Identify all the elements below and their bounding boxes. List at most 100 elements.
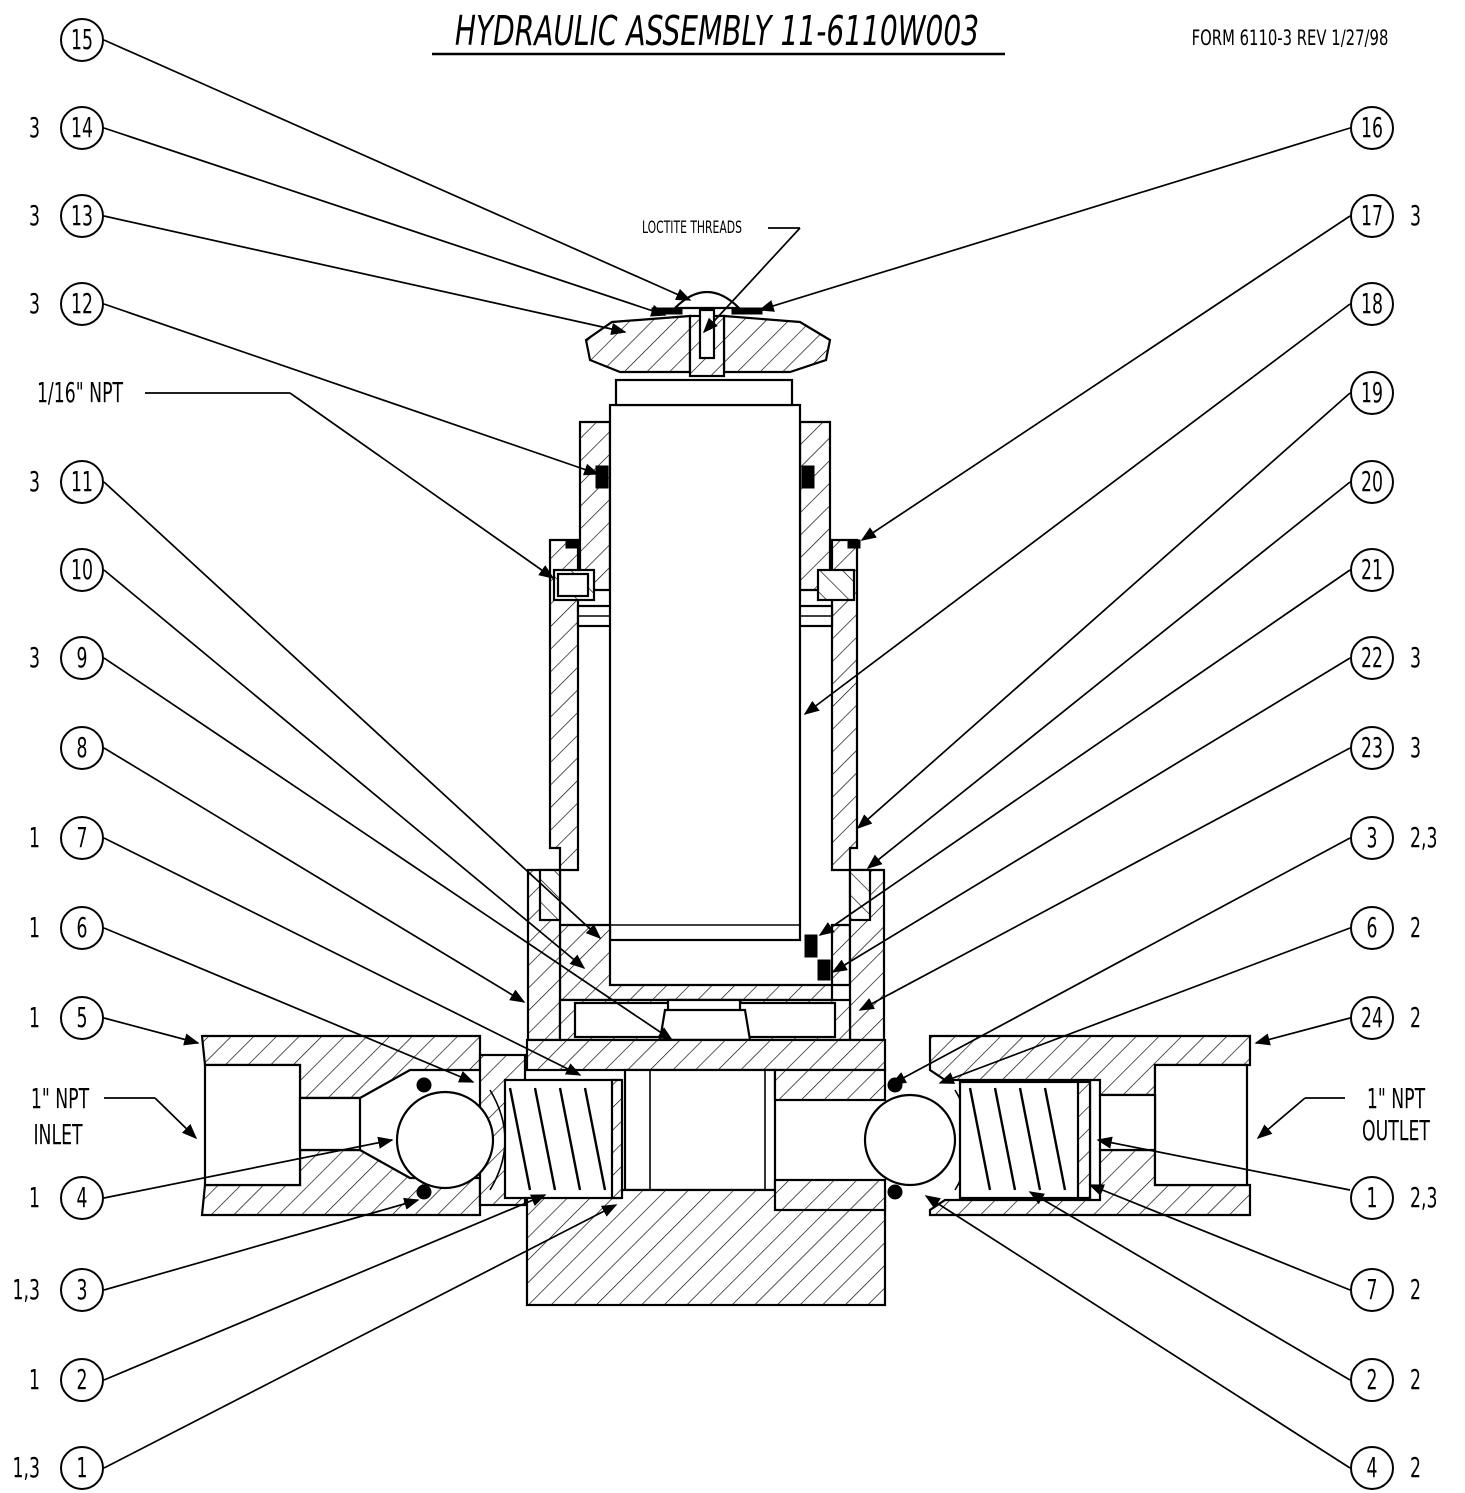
right-balloon-22-circle [1350,636,1394,680]
left-balloon-7-number: 7 [77,823,88,854]
right-balloon-2-note: 2 [1410,1365,1421,1396]
left-balloon-12-number: 12 [71,289,93,320]
right-balloon-22-note: 3 [1410,643,1421,674]
left-balloon-11-circle [60,460,104,504]
left-balloon-7-circle [60,816,104,860]
right-balloon-23-circle [1350,726,1394,770]
right-balloon-3-note: 2,3 [1410,823,1437,854]
left-balloon-1-circle [60,1446,104,1490]
left-balloon-3-circle [60,1268,104,1312]
left-balloon-3-note: 1,3 [13,1275,40,1306]
right-balloon-7-circle [1350,1268,1394,1312]
right-balloon-21-circle [1350,548,1394,592]
right-balloon-2-circle [1350,1358,1394,1402]
right-balloon-4-number: 4 [1367,1453,1378,1484]
outlet-label-line1: 1" NPT [1367,1084,1426,1115]
right-balloon-7-note: 2 [1410,1275,1421,1306]
left-balloon-7-note: 1 [29,823,40,854]
right-balloon-23-number: 23 [1361,733,1383,764]
inlet-label-line2: INLET [33,1120,83,1151]
left-balloon-13-circle [60,194,104,238]
left-balloon-14-number: 14 [71,113,93,144]
left-balloon-4-number: 4 [77,1183,88,1214]
left-balloon-13-note: 3 [29,201,40,232]
left-balloon-1-number: 1 [77,1453,88,1484]
right-balloon-24-circle [1350,996,1394,1040]
loctite-note: LOCTITE THREADS [642,219,801,334]
left-balloon-9-note: 3 [29,643,40,674]
right-balloon-3-number: 3 [1367,823,1378,854]
right-balloon-16-number: 16 [1361,113,1383,144]
left-balloon-10-circle [60,548,104,592]
right-balloon-18-circle [1350,282,1394,326]
left-balloon-5-number: 5 [77,1003,88,1034]
right-balloon-23-note: 3 [1410,733,1421,764]
loctite-note-text: LOCTITE THREADS [642,219,742,238]
left-balloon-12-note: 3 [29,289,40,320]
left-balloon-8-circle [60,726,104,770]
right-balloon-1-note: 2,3 [1410,1183,1437,1214]
right-balloon-16-circle [1350,106,1394,150]
right-balloon-6-circle [1350,906,1394,950]
right-balloon-4-note: 2 [1410,1453,1421,1484]
right-balloon-20-number: 20 [1361,467,1383,498]
left-balloon-9-number: 9 [77,643,88,674]
left-balloon-10-number: 10 [71,555,93,586]
top-cap [584,290,832,378]
left-balloon-5-note: 1 [29,1003,40,1034]
right-balloon-24-number: 24 [1361,1003,1383,1034]
left-balloon-15-circle [60,18,104,62]
piston-head [526,868,886,1072]
left-balloon-3-number: 3 [77,1275,88,1306]
left-balloon-4-note: 1 [29,1183,40,1214]
left-balloon-9-circle [60,636,104,680]
right-balloon-19-number: 19 [1361,378,1383,409]
left-balloon-15-number: 15 [71,25,93,56]
right-balloon-18-number: 18 [1361,289,1383,320]
inlet-fitting [200,1034,624,1217]
right-balloon-6-note: 2 [1410,913,1421,944]
left-balloon-11-number: 11 [71,467,93,498]
outlet-fitting [863,1034,1252,1217]
left-balloon-11-note: 3 [29,467,40,498]
form-reference: FORM 6110-3 REV 1/27/98 [1192,27,1389,51]
left-balloon-8-number: 8 [77,733,88,764]
right-balloon-17-number: 17 [1361,201,1383,232]
left-balloon-2-number: 2 [77,1365,88,1396]
right-balloon-4-circle [1350,1446,1394,1490]
vent-port-label: 1/16" NPT [37,378,124,409]
left-balloon-6-circle [60,906,104,950]
right-balloon-1-circle [1350,1176,1394,1220]
inlet-label-line1: 1" NPT [31,1084,90,1115]
right-balloon-22-number: 22 [1361,643,1383,674]
outlet-label-line2: OUTLET [1362,1116,1431,1147]
right-balloon-17-circle [1350,194,1394,238]
left-leaders [103,39,692,1469]
left-balloon-6-note: 1 [29,913,40,944]
right-balloon-2-number: 2 [1367,1365,1378,1396]
right-balloon-6-number: 6 [1367,913,1378,944]
left-balloon-1-note: 1,3 [13,1453,40,1484]
left-balloon-2-circle [60,1358,104,1402]
right-balloon-17-note: 3 [1410,201,1421,232]
manifold-block [525,1038,887,1307]
drawing-title: HYDRAULIC ASSEMBLY 11-6110W003 [455,8,979,56]
left-balloon-4-circle [60,1176,104,1220]
right-leaders [758,127,1351,1469]
piston-ram [608,378,802,942]
left-balloon-14-circle [60,106,104,150]
right-balloon-1-number: 1 [1367,1183,1378,1214]
right-balloon-19-circle [1350,371,1394,415]
right-balloon-20-circle [1350,460,1394,504]
left-balloon-5-circle [60,996,104,1040]
left-balloon-14-note: 3 [29,113,40,144]
left-balloon-13-number: 13 [71,201,93,232]
left-balloon-6-number: 6 [77,913,88,944]
left-balloon-12-circle [60,282,104,326]
left-balloon-2-note: 1 [29,1365,40,1396]
right-balloon-3-circle [1350,816,1394,860]
right-balloon-24-note: 2 [1410,1003,1421,1034]
